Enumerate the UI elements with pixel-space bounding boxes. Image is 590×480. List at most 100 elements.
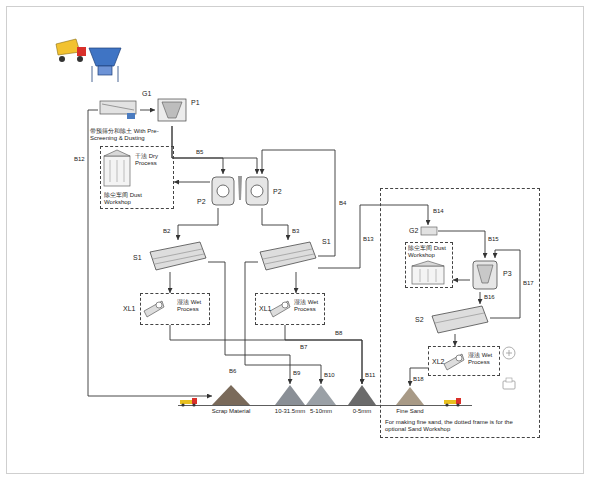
equipment-code: P2 [273, 188, 282, 196]
truck-cab [77, 47, 86, 56]
process-label: 除尘车间 Dust Workshop [104, 192, 170, 206]
sand-washer-icon [270, 301, 290, 317]
dust-workshop-frame: 除尘车间 Dust Workshop [405, 242, 453, 288]
flow-line [455, 334, 456, 346]
sand-maker-body [473, 261, 497, 289]
feeder-icon [421, 227, 437, 235]
zoom-icon [503, 347, 515, 359]
screen-body [260, 242, 316, 270]
equipment-code: XL1 [259, 305, 271, 313]
hopper-bin [89, 48, 121, 66]
belt-label: B3 [292, 228, 299, 235]
screen-body [150, 242, 206, 270]
equipment-code: S2 [415, 316, 424, 324]
flow-line [262, 208, 288, 240]
washer-trough [444, 354, 464, 370]
belt-label: B2 [163, 228, 170, 235]
flow-line [140, 110, 155, 111]
flow-line [285, 325, 362, 384]
jaw-crusher-unit: P1 [155, 96, 189, 126]
print-icon [503, 378, 515, 389]
cone-crusher-icon [246, 177, 268, 205]
equipment-code: XL2 [432, 358, 444, 366]
equipment-code: G2 [409, 227, 418, 235]
truck-wheel [77, 56, 83, 62]
flow-line [170, 272, 171, 293]
pile-label: 0-5mm [353, 408, 372, 415]
pile-label: Scrap Material [212, 408, 251, 415]
zoom-circle [503, 347, 515, 359]
vehicle-cab [456, 398, 461, 404]
hopper-base [98, 66, 112, 75]
flow-line [480, 292, 481, 304]
sand-washer-icon [144, 301, 164, 317]
stockpile: 10-31.5mm [275, 384, 305, 405]
stockpile-shape [306, 385, 336, 405]
sand-maker-icon [473, 261, 497, 289]
jaw-crusher-icon [158, 99, 186, 121]
flow-line [318, 205, 428, 268]
dust-workshop-icon [104, 150, 130, 186]
stockpile-shape [348, 385, 376, 405]
vehicle-body [180, 400, 192, 404]
washer-wheel [456, 355, 462, 361]
equipment-code: S1 [322, 238, 331, 246]
screen-deck [265, 254, 314, 264]
flow-line [88, 110, 212, 396]
belt-label: B12 [74, 156, 85, 163]
filter-bag [117, 160, 118, 182]
hopper-leg [118, 66, 119, 82]
belt-label: B4 [339, 200, 346, 207]
stockpile: 5-10mm [306, 384, 336, 405]
flow-line [170, 325, 362, 384]
equipment-code: G1 [142, 90, 151, 98]
printer-paper [506, 378, 512, 382]
belt-label: B11 [365, 372, 375, 379]
feeder-body [421, 227, 437, 235]
screen-unit: S2 [430, 304, 490, 334]
washer-wheel [156, 302, 162, 308]
pile-label: 10-31.5mm [275, 408, 305, 415]
dust-house [412, 266, 444, 284]
screen-deck [263, 249, 312, 259]
washer-frame: XL2湿法 Wet Process [428, 346, 500, 376]
dump-truck [56, 39, 86, 62]
truck-wheel [59, 56, 65, 62]
loader-vehicle [180, 398, 197, 407]
belt-label: B13 [363, 236, 374, 243]
crusher-unit: P2 [244, 174, 270, 208]
flow-line [172, 126, 257, 174]
equipment-code: XL1 [123, 305, 135, 313]
stockpile: 0-5mm [348, 384, 376, 405]
washer-wheel [282, 302, 288, 308]
crusher-body [158, 99, 186, 121]
sand-washer-icon [444, 354, 464, 370]
vibrating-screen-icon [260, 242, 316, 270]
equipment-code: P1 [191, 99, 200, 107]
zoom-plus [509, 350, 510, 356]
stockpile-shape [275, 385, 305, 405]
vehicle-wheel [456, 403, 459, 406]
flow-line [438, 231, 485, 258]
stockpile-shape [396, 387, 424, 405]
flow-line [296, 272, 297, 293]
sand-workshop-frame: For making fine sand, the dotted frame i… [380, 188, 540, 438]
belt-label: B15 [488, 236, 499, 243]
hopper-leg [92, 66, 93, 82]
crusher-jaw [162, 102, 182, 118]
feeder-unit: G2 [420, 225, 438, 237]
washer-frame: XL1湿法 Wet Process [255, 293, 325, 325]
process-label: 干法 Dry Process [135, 153, 171, 167]
belt-label: B9 [293, 370, 300, 377]
washer-trough [144, 301, 164, 317]
vehicle-wheel [192, 403, 195, 406]
flow-line [245, 262, 321, 384]
process-label: 湿法 Wet Process [177, 299, 207, 313]
stockpile: Scrap Material [212, 384, 250, 405]
sand-maker-cone [477, 265, 493, 283]
crusher-body [246, 177, 268, 205]
pile-label: Fine Sand [396, 408, 423, 415]
screen-unit: S1 [148, 240, 208, 272]
equipment-code: P2 [197, 198, 206, 206]
